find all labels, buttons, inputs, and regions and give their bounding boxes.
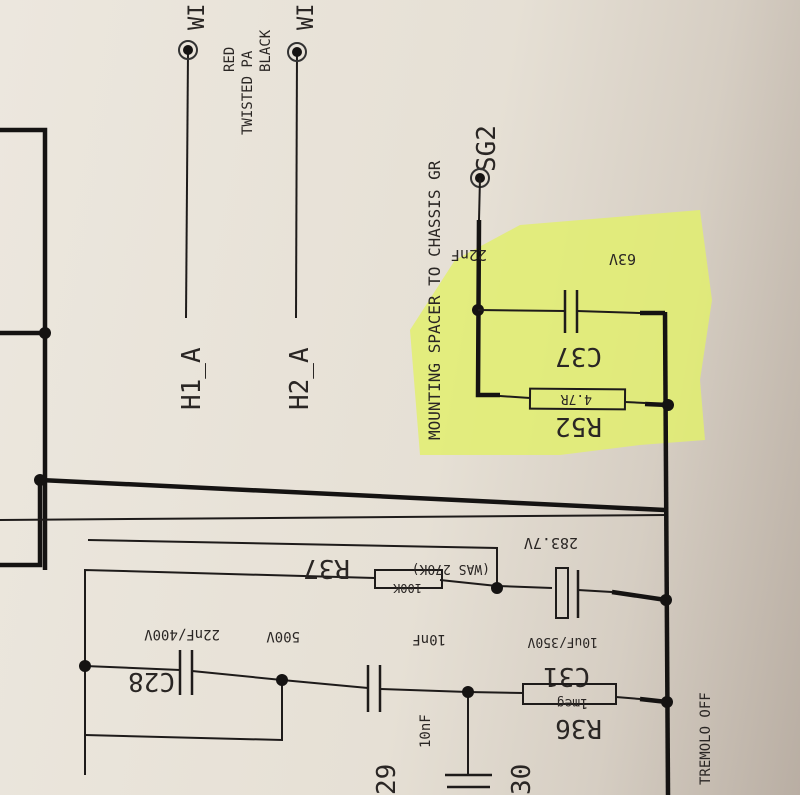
junction-node	[79, 660, 91, 672]
tremolo-note: TREMOLO OFF	[698, 692, 714, 785]
wire	[0, 477, 666, 568]
capacitor-c30	[445, 773, 492, 789]
c37-voltage: 63V	[609, 250, 636, 268]
r36-label: R36	[555, 713, 602, 743]
wire	[477, 309, 641, 314]
c31-value: 10uF/350V	[527, 634, 598, 649]
capacitor-c28	[178, 650, 194, 695]
capacitor-c37	[563, 290, 579, 333]
wire-h2	[295, 51, 298, 319]
c29-label: 29	[372, 764, 402, 795]
resistor-r37	[374, 569, 443, 589]
wire	[0, 127, 48, 570]
terminal-w2	[287, 42, 307, 62]
terminal-w1	[178, 40, 198, 60]
r37-value: 100K	[392, 581, 422, 595]
junction-node	[276, 674, 288, 686]
c30-label: 30	[507, 764, 537, 795]
capacitor-c31	[555, 567, 569, 619]
c29-value: 10nF	[412, 631, 446, 647]
r52-label: R52	[555, 411, 602, 441]
connector-label-w1: WI	[185, 4, 210, 31]
junction-node	[462, 686, 474, 698]
r37-note: (WAS 270K)	[412, 561, 490, 576]
resistor-r36	[522, 683, 617, 705]
r37-label: R37	[303, 553, 350, 583]
wire	[639, 696, 668, 705]
c30-value: 10nF	[418, 714, 434, 748]
wire-color-black: BLACK	[258, 29, 274, 72]
c31-label: C31	[543, 661, 590, 691]
junction-node	[39, 327, 51, 339]
wire	[0, 514, 666, 521]
sg2-label: SG2	[472, 125, 502, 172]
ground-bus	[662, 311, 671, 795]
connector-label-w2: WI	[294, 4, 319, 31]
resistor-r52	[528, 387, 627, 411]
twisted-pair-label: TWISTED PA	[240, 50, 256, 135]
c29-voltage: 500V	[266, 628, 300, 644]
wire	[499, 395, 646, 404]
junction-node	[34, 474, 46, 486]
capacitor-c29	[366, 665, 382, 712]
c28-value: 22nF/400V	[144, 626, 220, 642]
wire-color-red: RED	[222, 47, 238, 72]
c37-label: C37	[555, 341, 602, 371]
r52-value: 4.7R	[561, 391, 592, 406]
voltage-test-point: 283.7V	[524, 534, 578, 552]
c28-label: C28	[128, 666, 175, 696]
wire-h1	[185, 51, 189, 319]
net-label-h1: H1_A	[177, 347, 207, 410]
wire	[84, 665, 641, 742]
wire	[644, 401, 669, 408]
mounting-note: MOUNTING SPACER TO CHASSIS GR	[425, 160, 444, 440]
net-label-h2: H2_A	[285, 347, 315, 410]
junction-node	[491, 582, 503, 594]
wire	[611, 589, 667, 603]
wire	[478, 177, 481, 221]
wire	[475, 219, 500, 398]
c37-value: 22nF	[451, 246, 487, 264]
r36-value: 1meg	[557, 695, 588, 710]
wire	[496, 585, 613, 593]
wire	[84, 539, 498, 775]
